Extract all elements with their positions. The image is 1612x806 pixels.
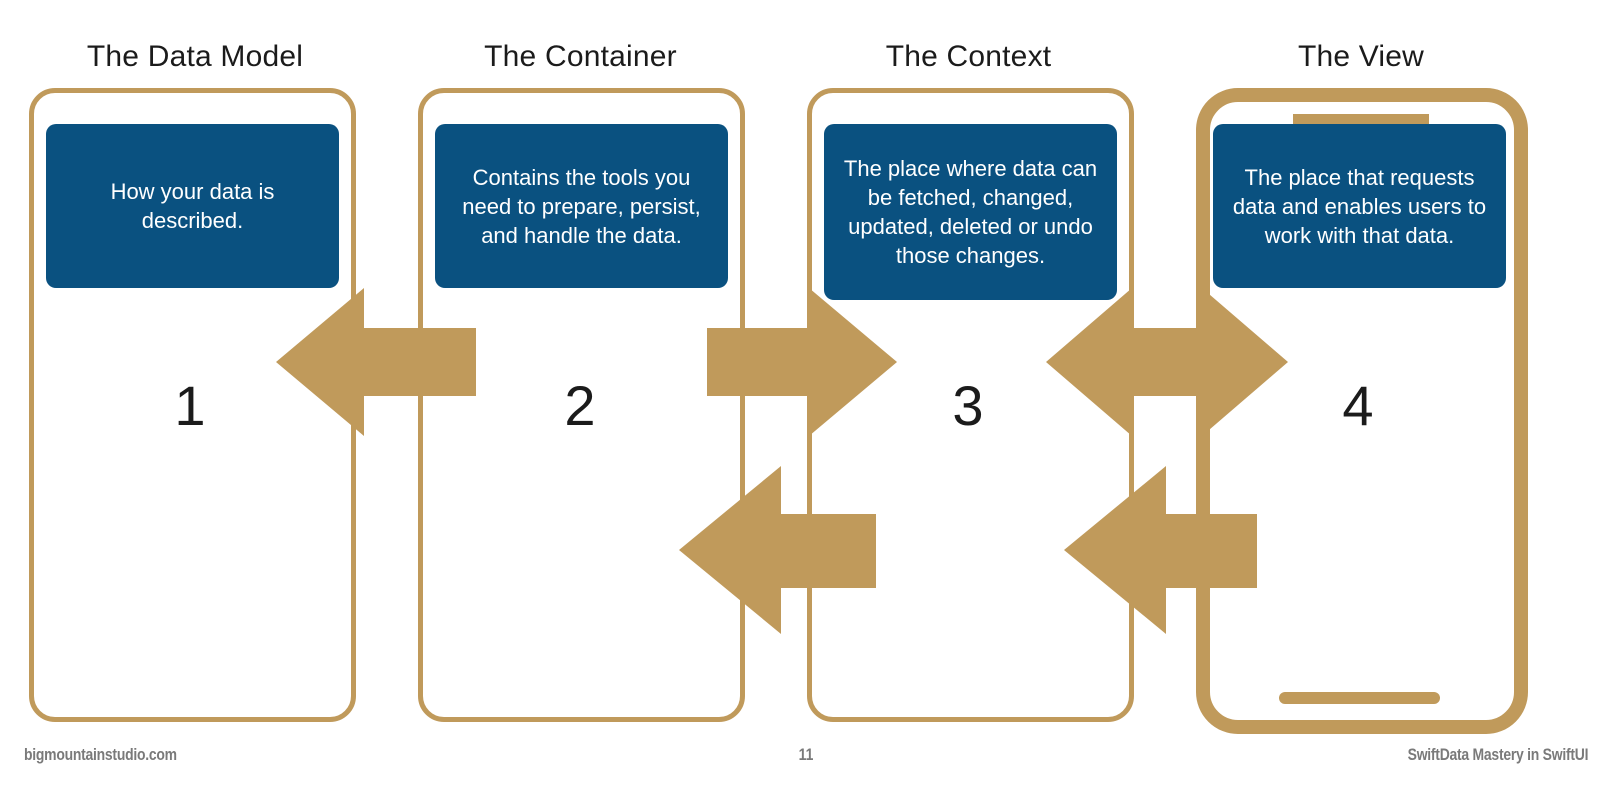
column-title-context: The Context: [885, 40, 1052, 73]
step-number-3: 3: [952, 374, 984, 437]
column-title-data-model: The Data Model: [86, 40, 304, 73]
step-number-4: 4: [1342, 374, 1374, 437]
arrow-container-to-context: [707, 288, 897, 436]
footer-book-title: SwiftData Mastery in SwiftUI: [1407, 745, 1588, 764]
arrow-context-to-view: [1046, 288, 1288, 436]
card-context-text: The place where data can be fetched, cha…: [843, 156, 1098, 268]
card-data-model-text: How your data is described.: [110, 179, 275, 233]
column-title-view: The View: [1297, 40, 1425, 73]
step-number-1: 1: [174, 374, 206, 437]
arrow-container-to-data-model: [276, 288, 476, 436]
card-view-text: The place that requests data and enables…: [1232, 164, 1487, 248]
card-container: Contains the tools you need to prepare, …: [435, 124, 728, 288]
arrow-view-to-context: [1064, 466, 1257, 634]
footer-page-number: 11: [798, 745, 814, 764]
panel-container: [418, 88, 745, 722]
card-context: The place where data can be fetched, cha…: [824, 124, 1117, 300]
step-number-2: 2: [564, 374, 596, 437]
footer-site-url: bigmountainstudio.com: [24, 745, 177, 764]
arrow-context-to-container: [679, 466, 876, 634]
card-view: The place that requests data and enables…: [1213, 124, 1506, 288]
card-container-text: Contains the tools you need to prepare, …: [462, 164, 701, 248]
column-title-container: The Container: [484, 40, 677, 73]
card-data-model: How your data is described.: [46, 124, 339, 288]
phone-home-indicator: [1279, 692, 1440, 704]
